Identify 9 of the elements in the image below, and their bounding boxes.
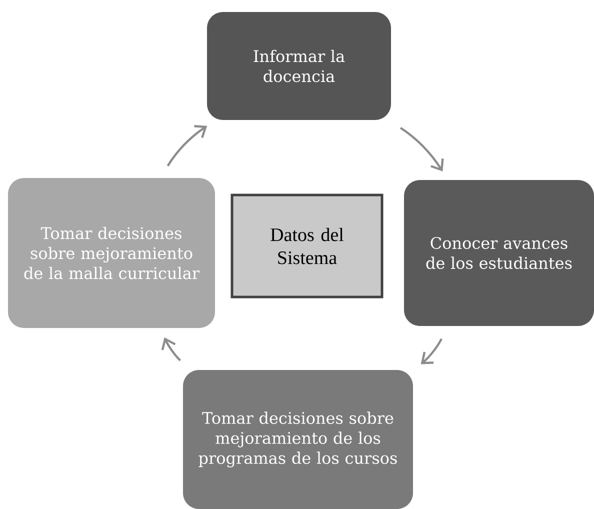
arrow [161,337,182,362]
data-box: Datos del Sistema [230,194,384,298]
process-box: Conocer avances de los estudiantes [404,180,594,326]
process-box: Tomar decisiones sobre mejoramiento de los programas de los cursos [183,370,413,509]
arrow [400,126,444,172]
arrow [420,338,442,364]
arrow [166,125,208,166]
process-box: Tomar decisiones sobre mejoramiento de la malla curricular [8,178,215,328]
process-box: Informar la docencia [207,12,391,120]
